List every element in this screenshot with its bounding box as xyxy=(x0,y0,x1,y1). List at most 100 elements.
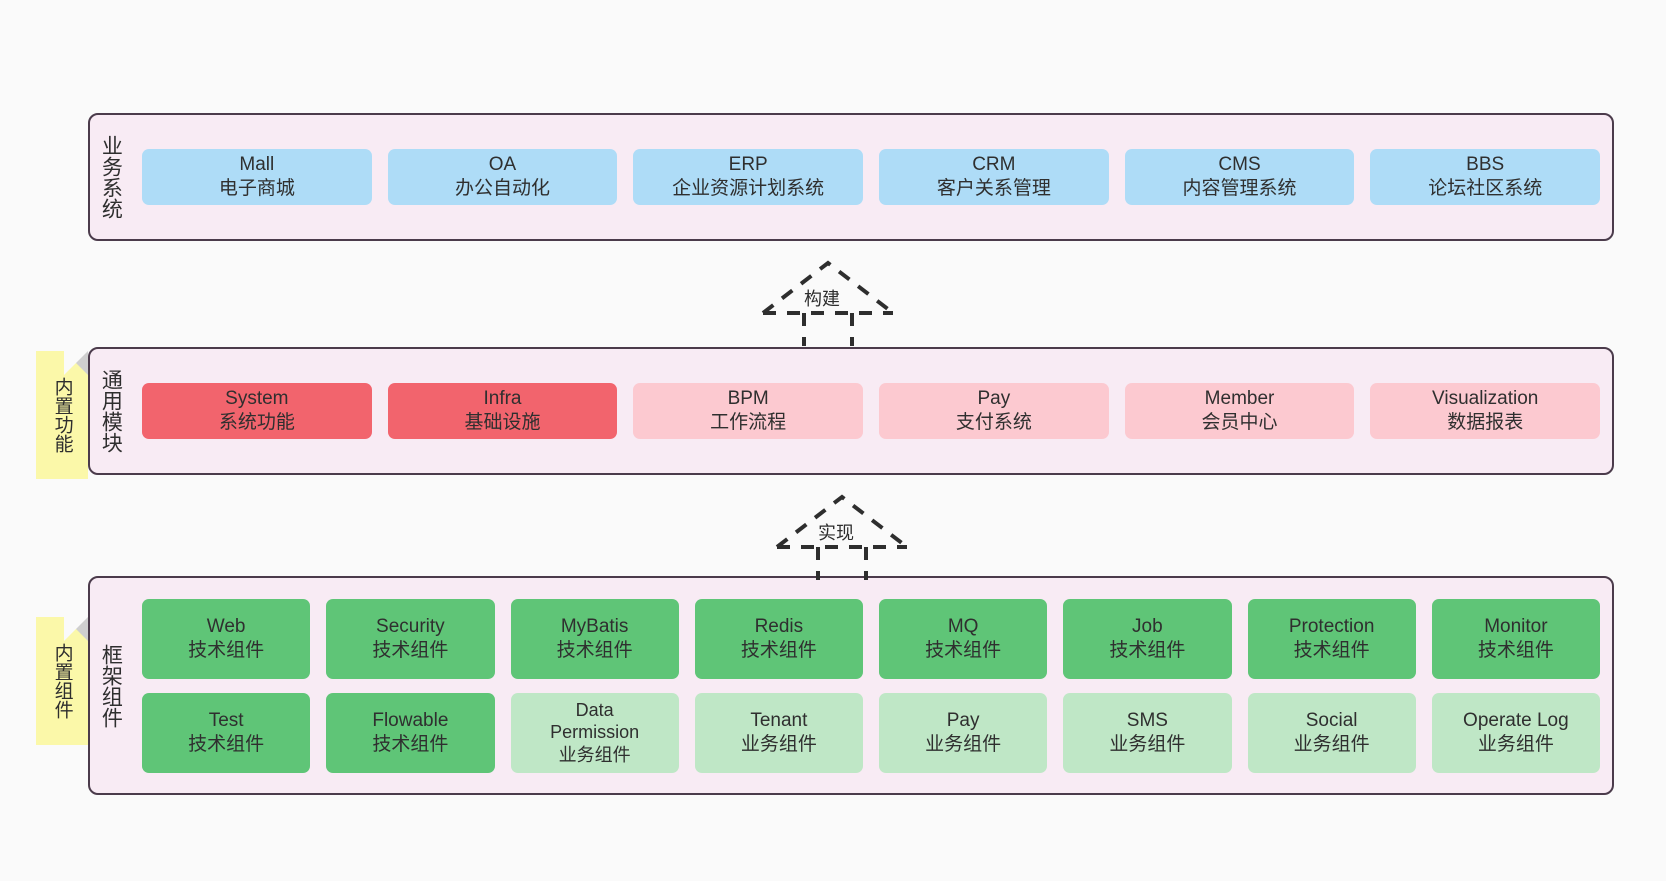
card-title: Data xyxy=(575,699,614,720)
card-mq[interactable]: MQ 技术组件 xyxy=(879,598,1048,679)
layer-title-framework-component: 框架组件 xyxy=(99,643,123,728)
card-mall[interactable]: Mall 电子商城 xyxy=(142,149,372,205)
card-system[interactable]: System 系统功能 xyxy=(142,383,372,439)
arrowhead-path xyxy=(775,494,909,549)
card-title: BPM xyxy=(727,388,769,410)
card-title: Tenant xyxy=(750,709,808,731)
card-subtitle: 企业资源计划系统 xyxy=(672,178,825,199)
layer-title-common-module: 通用模块 xyxy=(99,369,123,453)
connector-label-implement: 实现 xyxy=(818,523,854,543)
card-title: ERP xyxy=(728,154,768,176)
card-title: Job xyxy=(1132,615,1163,637)
card-redis[interactable]: Redis 技术组件 xyxy=(694,598,863,679)
card-title: MyBatis xyxy=(560,615,629,637)
card-subtitle: 业务组件 xyxy=(925,733,1002,755)
card-row: Web 技术组件 Security 技术组件 MyBatis 技术组件 Redi… xyxy=(142,598,1600,679)
card-title: Web xyxy=(206,615,246,637)
card-subtitle: 技术组件 xyxy=(188,733,265,755)
layer-common-module: 通用模块 System 系统功能 Infra 基础设施 BPM 工作流程 Pay… xyxy=(88,347,1614,475)
layer-body-business-system: Mall 电子商城 OA 办公自动化 ERP 企业资源计划系统 CRM 客户关系… xyxy=(130,115,1612,239)
card-flowable[interactable]: Flowable 技术组件 xyxy=(326,692,495,773)
card-title: BBS xyxy=(1466,154,1505,176)
card-title: Operate Log xyxy=(1463,709,1569,731)
card-tenant[interactable]: Tenant 业务组件 xyxy=(694,692,863,773)
card-crm[interactable]: CRM 客户关系管理 xyxy=(879,149,1109,205)
card-subtitle: 技术组件 xyxy=(372,639,449,661)
card-subtitle: 基础设施 xyxy=(464,412,541,433)
card-job[interactable]: Job 技术组件 xyxy=(1063,598,1232,679)
card-title: System xyxy=(225,388,289,410)
card-title: Member xyxy=(1204,388,1275,410)
card-title: Visualization xyxy=(1432,388,1539,410)
layer-framework-component: 框架组件 Web 技术组件 Security 技术组件 MyBatis 技术组件… xyxy=(88,576,1614,795)
card-subtitle: 电子商城 xyxy=(218,178,295,199)
layer-body-framework-component: Web 技术组件 Security 技术组件 MyBatis 技术组件 Redi… xyxy=(130,578,1612,793)
note-builtin-component: 内置组件 xyxy=(36,617,88,745)
card-operate-log[interactable]: Operate Log 业务组件 xyxy=(1431,692,1600,773)
card-subtitle: 业务组件 xyxy=(1477,733,1554,755)
note-label: 内置功能 xyxy=(51,377,73,453)
layer-body-common-module: System 系统功能 Infra 基础设施 BPM 工作流程 Pay 支付系统… xyxy=(130,349,1612,473)
card-bpm[interactable]: BPM 工作流程 xyxy=(633,383,864,439)
card-title: Redis xyxy=(754,615,804,637)
card-cms[interactable]: CMS 内容管理系统 xyxy=(1124,149,1355,205)
card-title: MQ xyxy=(947,615,979,637)
card-row: Test 技术组件 Flowable 技术组件 Data Permission … xyxy=(142,692,1600,773)
card-member[interactable]: Member 会员中心 xyxy=(1124,383,1355,439)
card-title: OA xyxy=(488,154,517,176)
card-subtitle: 客户关系管理 xyxy=(936,178,1051,199)
arrow-shaft xyxy=(802,313,854,346)
card-title: Infra xyxy=(483,388,522,410)
card-subtitle: 业务组件 xyxy=(740,733,817,755)
card-subtitle: 业务组件 xyxy=(1109,733,1186,755)
layer-business-system: 业务系统 Mall 电子商城 OA 办公自动化 ERP 企业资源计划系统 CRM… xyxy=(88,113,1614,241)
card-web[interactable]: Web 技术组件 xyxy=(142,598,311,679)
connector-build: 构建 xyxy=(758,258,898,346)
card-pay-biz[interactable]: Pay 业务组件 xyxy=(879,692,1048,773)
card-mybatis[interactable]: MyBatis 技术组件 xyxy=(510,598,679,679)
card-title-second-line: Permission xyxy=(550,722,640,743)
connector-label-build: 构建 xyxy=(804,289,840,309)
card-subtitle: 技术组件 xyxy=(1293,639,1370,661)
card-subtitle: 技术组件 xyxy=(372,733,449,755)
card-test[interactable]: Test 技术组件 xyxy=(142,692,311,773)
card-subtitle: 工作流程 xyxy=(710,412,787,433)
card-subtitle: 支付系统 xyxy=(955,412,1032,433)
card-visualization[interactable]: Visualization 数据报表 xyxy=(1370,383,1601,439)
card-subtitle: 业务组件 xyxy=(558,744,631,765)
card-erp[interactable]: ERP 企业资源计划系统 xyxy=(633,149,864,205)
arrowhead-path xyxy=(761,260,895,315)
note-builtin-function: 内置功能 xyxy=(36,351,88,479)
card-title: Protection xyxy=(1288,615,1375,637)
card-bbs[interactable]: BBS 论坛社区系统 xyxy=(1370,149,1601,205)
card-monitor[interactable]: Monitor 技术组件 xyxy=(1431,598,1600,679)
layer-title-business-system: 业务系统 xyxy=(99,135,123,219)
card-infra[interactable]: Infra 基础设施 xyxy=(387,383,618,439)
card-oa[interactable]: OA 办公自动化 xyxy=(387,149,618,205)
card-title: Pay xyxy=(977,388,1011,410)
card-subtitle: 技术组件 xyxy=(1109,639,1186,661)
card-subtitle: 会员中心 xyxy=(1201,412,1278,433)
card-title: Flowable xyxy=(372,709,449,731)
card-subtitle: 内容管理系统 xyxy=(1182,178,1297,199)
note-label: 内置组件 xyxy=(51,643,73,719)
card-row: System 系统功能 Infra 基础设施 BPM 工作流程 Pay 支付系统… xyxy=(142,383,1601,439)
card-sms[interactable]: SMS 业务组件 xyxy=(1063,692,1232,773)
card-subtitle: 技术组件 xyxy=(556,639,633,661)
card-protection[interactable]: Protection 技术组件 xyxy=(1247,598,1416,679)
card-pay[interactable]: Pay 支付系统 xyxy=(879,383,1109,439)
card-title: Security xyxy=(376,615,445,637)
card-subtitle: 技术组件 xyxy=(1477,639,1554,661)
card-subtitle: 技术组件 xyxy=(188,639,265,661)
card-title: SMS xyxy=(1126,709,1168,731)
card-subtitle: 技术组件 xyxy=(740,639,817,661)
card-row: Mall 电子商城 OA 办公自动化 ERP 企业资源计划系统 CRM 客户关系… xyxy=(142,149,1601,205)
card-security[interactable]: Security 技术组件 xyxy=(326,598,495,679)
card-subtitle: 办公自动化 xyxy=(455,178,551,199)
card-data-permission[interactable]: Data Permission 业务组件 xyxy=(510,692,679,773)
card-subtitle: 论坛社区系统 xyxy=(1428,178,1543,199)
card-social[interactable]: Social 业务组件 xyxy=(1247,692,1416,773)
card-subtitle: 系统功能 xyxy=(218,412,295,433)
card-title: CRM xyxy=(972,154,1016,176)
